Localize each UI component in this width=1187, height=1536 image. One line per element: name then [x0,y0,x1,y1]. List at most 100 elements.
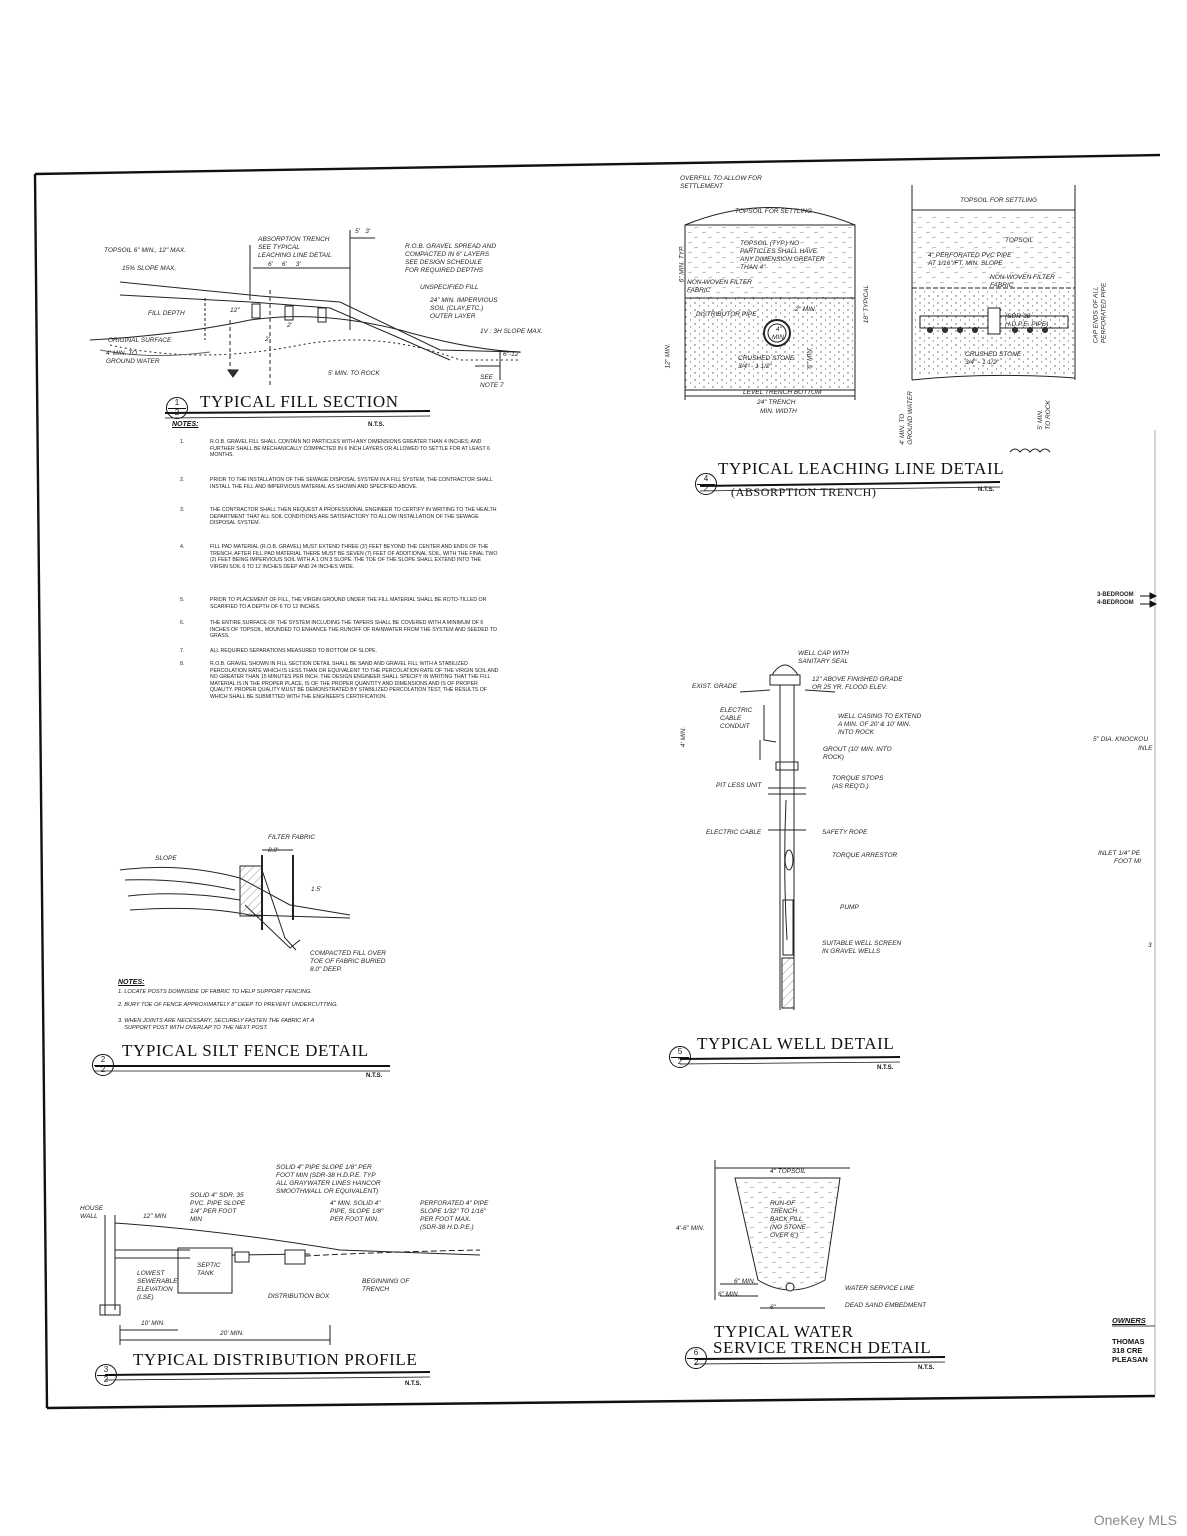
well-sheet: 2 [677,1057,683,1066]
silt-eight: 8.0' [268,847,279,854]
leach-fabric-b: NON-WOVEN FILTER FABRIC [990,274,1055,289]
silt-note: 2. BURY TOE OF FENCE APPROXIMATELY 8" DE… [118,1002,338,1008]
fill-section-number: 1 [174,398,180,407]
leach-gw: 4' MIN. TO GROUND WATER [898,391,914,445]
well-cap: WELL CAP WITH SANITARY SEAL [798,650,849,665]
leach-sdr: (SDR-38 H.D.P.E. PIPE) [1005,313,1049,328]
well-diagram [739,664,836,1010]
fill-note: 2.PRIOR TO THE INSTALLATION OF THE SEWAG… [180,477,493,490]
leach-min-width: MIN. WIDTH [760,408,797,415]
fill-notes-heading: NOTES: [172,421,199,428]
owners-line1: THOMAS [1112,1337,1145,1346]
leach-topsoil-note: TOPSOIL (TYP.) NO PARTICLES SHALL HAVE A… [740,240,825,271]
fill-ground-water: 4' MIN. TO GROUND WATER [106,350,160,365]
well-rope: SAFETY ROPE [822,829,868,836]
leach-number: 4 [703,474,709,483]
leach-fabric-a: NON-WOVEN FILTER FABRIC [687,279,752,294]
leach-topsoil-settling-b: TOPSOIL FOR SETTLING [960,197,1038,204]
leach-stone-a: CRUSHED STONE 3/4" - 1 1/2" [738,355,795,370]
title-underlines [95,410,1155,1381]
fill-note: 5.PRIOR TO PLACEMENT OF FILL, THE VIRGIN… [180,597,487,610]
dist-beginning: BEGINNING OF TRENCH [362,1278,410,1293]
side-3-bedroom: 3-BEDROOM [1097,592,1134,598]
dist-box: DISTRIBUTION BOX [268,1293,330,1300]
fill-topsoil-label: TOPSOIL 6" MIN., 12" MAX. [104,247,187,254]
fill-note: 3.THE CONTRACTOR SHALL THEN REQUEST A PR… [180,507,497,527]
fill-to-rock: 5' MIN. TO ROCK [328,370,380,377]
well-arrestor: TORQUE ARRESTOR [832,852,898,859]
water-runof: RUN-OF TRENCH BACK FILL (NO STONE OVER 6… [770,1200,806,1239]
leach-title: TYPICAL LEACHING LINE DETAIL [718,459,1005,478]
water-title-1: TYPICAL WATER [714,1322,854,1341]
side-4-bedroom: 4-BEDROOM [1097,600,1134,606]
water-topsoil: 4" TOPSOIL [770,1168,806,1175]
well-pitless: PIT LESS UNIT [716,782,762,789]
silt-note: 3. WHEN JOINTS ARE NECESSARY, SECURELY F… [118,1018,315,1031]
fill-section-title: TYPICAL FILL SECTION [200,392,399,411]
silt-compacted: COMPACTED FILL OVER TOE OF FABRIC BURIED… [310,950,386,973]
silt-notes-heading: NOTES: [118,979,145,986]
fill-note: 7.ALL REQUIRED SEPARATIONS MEASURED TO B… [180,648,378,654]
dist-number: 3 [103,1365,109,1374]
leach-nts: N.T.S. [978,487,995,493]
leach-topsoil-settling-a: TOPSOIL FOR SETTLING [735,208,813,215]
well-grout: GROUT (10' MIN. INTO ROCK) [823,746,892,761]
side-inlet: INLET 1/4" PE [1098,850,1141,857]
silt-sheet: 2 [100,1065,106,1074]
watermark: OneKey MLS [1093,1512,1177,1528]
fill-dims-mid: 6' 6' 3' [268,261,301,268]
water-six-c: 6" [770,1304,776,1311]
silt-fence-diagram [119,849,351,951]
dist-title: TYPICAL DISTRIBUTION PROFILE [133,1350,418,1369]
side-knockout: 5" DIA. KNOCKOU [1093,736,1149,743]
water-sheet: 2 [693,1358,699,1367]
silt-slope: SLOPE [155,855,177,862]
fill-section-nts: N.T.S. [368,422,385,428]
leach-stone-b: CRUSHED STONE 3/4" - 1 1/2" [965,351,1022,366]
water-nts: N.T.S. [918,1365,935,1371]
leach-dist-pipe: DISTRIBUTOR PIPE [696,311,757,318]
fill-note: 4.FILL PAD MATERIAL (R.O.B. GRAVEL) MUST… [180,544,498,570]
water-sand: DEAD SAND EMBEDMENT [845,1302,927,1309]
silt-note: 1. LOCATE POSTS DOWNSIDE OF FABRIC TO HE… [118,989,312,995]
well-above: 12" ABOVE FINISHED GRADE OR 25 YR. FLOOD… [812,676,903,691]
well-four-min: 4' MIN. [680,726,688,748]
fill-see-note: SEE NOTE 7 [480,374,504,389]
well-screen: SUITABLE WELL SCREEN IN GRAVEL WELLS [822,940,902,955]
fill-slope-max-label: 15% SLOPE MAX. [122,265,177,272]
well-pump: PUMP [840,904,859,911]
silt-fabric: FILTER FABRIC [268,834,316,841]
fill-note: 1.R.O.B. GRAVEL FILL SHALL CONTAIN NO PA… [180,439,490,459]
silt-nts: N.T.S. [366,1073,383,1079]
well-casing: WELL CASING TO EXTEND A MIN. OF 20' & 10… [838,713,922,736]
silt-number: 2 [100,1055,106,1064]
leach-topsoil-b: TOPSOIL [1005,237,1034,244]
fill-twelve-label: 12" [230,307,240,314]
leach-rock: 5' MIN. TO ROCK [1036,400,1052,430]
fill-rob-gravel-label: R.O.B. GRAVEL SPREAD AND COMPACTED IN 6"… [405,243,497,274]
dist-perforated: PERFORATED 4" PIPE SLOPE 1/32" TO 1/16" … [420,1200,489,1231]
fill-note: 6.THE ENTIRE SURFACE OF THE SYSTEM INCLU… [180,620,497,640]
leach-twelve-min: 12" MIN. [664,343,672,369]
fill-impervious-label: 24" MIN. IMPERVIOUS SOIL (CLAY,ETC.) OUT… [430,297,498,320]
dist-lowest: LOWEST SEWERABLE ELEVATION (LSE) [137,1270,178,1301]
owners-line2: 318 CRE [1112,1346,1143,1355]
leach-trench-24: 24" TRENCH [757,399,796,406]
leach-trench-bottom: LEVEL TRENCH BOTTOM [743,389,822,396]
water-six-a: 6" MIN. [734,1278,756,1285]
water-service: WATER SERVICE LINE [845,1285,915,1292]
owners-heading: OWNERS [1112,1316,1146,1325]
fill-section-diagram [89,230,521,385]
fill-absorption-label: ABSORPTION TRENCH SEE TYPICAL LEACHING L… [258,236,332,259]
dist-sheet: 2 [103,1375,109,1384]
dist-sdr35: SOLID 4" SDR. 35 PVC. PIPE SLOPE 1/4" PE… [190,1192,246,1223]
dist-house-wall: HOUSE WALL [80,1205,104,1220]
